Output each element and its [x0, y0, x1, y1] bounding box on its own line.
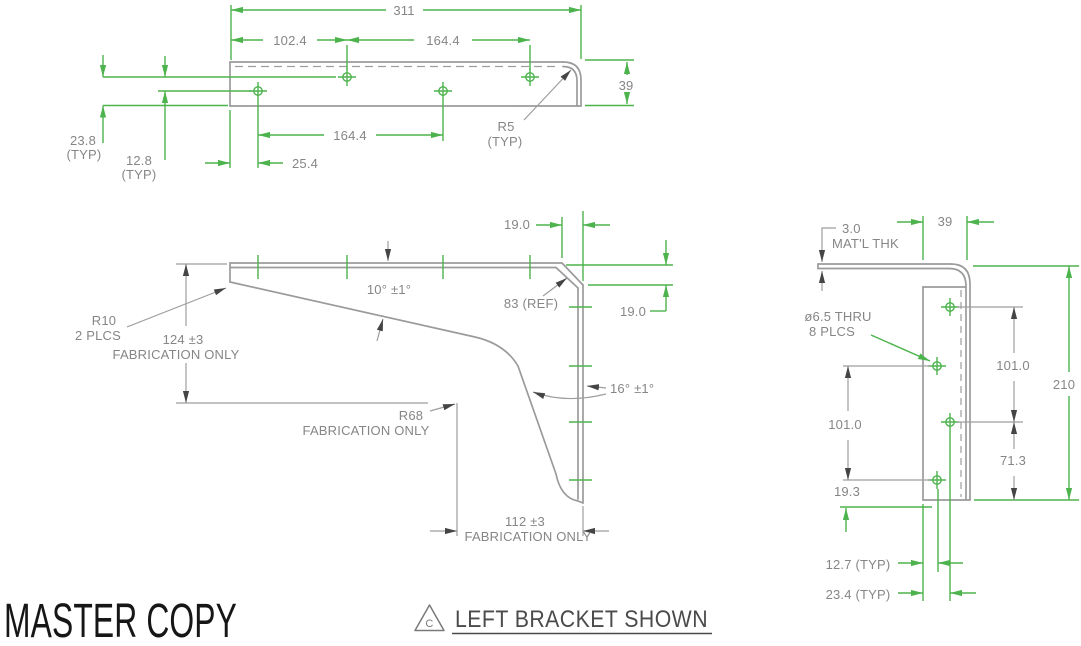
dim-material-thickness-note: MAT'L THK — [832, 236, 899, 251]
callout-bend-radius-typ: (TYP) — [488, 134, 523, 149]
dim-flange-width-end: 39 — [897, 214, 994, 260]
callout-chamfer-ref: 83 (REF) — [504, 277, 568, 311]
callout-bend-radius-label: R5 — [497, 119, 514, 134]
profile-view: 19.0 19.0 10° ±1° 83 (REF) R10 2 PLCS — [75, 211, 673, 544]
callout-corner-radius-note: 2 PLCS — [75, 328, 121, 343]
dim-height-note: FABRICATION ONLY — [113, 347, 240, 362]
dim-leg-angle: 16° ±1° — [532, 381, 654, 400]
dim-hole-span-bottom: 164.4 — [257, 100, 444, 168]
callout-holes: ø6.5 THRU 8 PLCS — [804, 309, 931, 362]
dim-bottom-hole-offset-label: 71.3 — [1000, 453, 1026, 468]
dim-chamfer-width-label: 19.0 — [504, 217, 530, 232]
end-view: 3.0 MAT'L THK 39 ø6.5 THRU 8 PLCS 210 — [804, 214, 1079, 602]
dim-flange-width-plan: 39 — [585, 59, 634, 107]
dim-flange-width-end-label: 39 — [938, 214, 953, 229]
callout-holes-line2: 8 PLCS — [809, 324, 855, 339]
callout-corner-radius: R10 2 PLCS — [75, 287, 227, 343]
dim-row-offset-a-typ: (TYP) — [67, 147, 102, 162]
callout-corner-radius-label: R10 — [92, 313, 116, 328]
dim-flange-width-plan-label: 39 — [619, 78, 634, 93]
dim-chamfer-width: 19.0 — [504, 211, 610, 281]
end-view-outline — [817, 263, 971, 501]
dim-depth-label: 112 ±3 — [505, 514, 545, 529]
dim-depth: 112 ±3 FABRICATION ONLY — [430, 403, 609, 544]
dim-height-label: 124 ±3 — [163, 332, 204, 347]
dim-col-offset-b-label: 23.4 (TYP) — [826, 587, 891, 602]
callout-holes-line1: ø6.5 THRU — [804, 309, 871, 324]
footer: MASTER COPY C LEFT BRACKET SHOWN — [4, 595, 712, 646]
dim-overall-width-label: 311 — [393, 3, 414, 18]
master-copy-watermark: MASTER COPY — [4, 595, 237, 646]
plan-view-outline — [229, 61, 582, 107]
revision-flag-letter: C — [425, 618, 433, 630]
dim-chamfer-height: 19.0 — [566, 240, 673, 319]
triangle-flag-icon — [414, 604, 445, 632]
dim-row-offset-a-label: 23.8 — [70, 133, 96, 148]
plan-view: 311 102.4 164.4 39 164.4 — [67, 3, 634, 182]
dim-bottom-edge-offset: 19.3 — [834, 484, 932, 532]
dim-row-offset-b-typ: (TYP) — [122, 167, 157, 182]
dim-edge-to-hole-label: 25.4 — [292, 156, 318, 171]
dim-material-thickness: 3.0 MAT'L THK — [818, 221, 899, 291]
dim-hole-span-right-label: 164.4 — [426, 33, 460, 48]
dim-chamfer-height-label: 19.0 — [620, 304, 646, 319]
dim-hole-spans-top: 102.4 164.4 — [231, 33, 531, 70]
callout-brace-radius-note: FABRICATION ONLY — [303, 423, 430, 438]
drawing-note: LEFT BRACKET SHOWN — [455, 606, 708, 633]
dim-top-angle-label: 10° ±1° — [367, 282, 411, 297]
profile-hole-ticks-leg — [569, 306, 592, 481]
revision-flag: C — [414, 604, 445, 632]
dim-col-offset-a-label: 12.7 (TYP) — [826, 557, 891, 572]
dim-bottom-edge-offset-label: 19.3 — [834, 484, 860, 499]
dim-edge-to-hole: 25.4 — [205, 110, 318, 171]
dim-hole-pitch-left-label: 101.0 — [828, 417, 862, 432]
plan-view-holes — [249, 68, 539, 100]
dim-hole-span-bottom-label: 164.4 — [333, 128, 367, 143]
dim-row-offset-b-label: 12.8 — [126, 153, 152, 168]
dim-material-thickness-label: 3.0 — [842, 221, 861, 236]
dim-hole-span-left-label: 102.4 — [273, 33, 307, 48]
dim-depth-note: FABRICATION ONLY — [465, 529, 592, 544]
profile-view-outline — [229, 262, 584, 504]
dim-hole-column-offsets: 12.7 (TYP) 23.4 (TYP) — [826, 431, 976, 602]
dim-height: 124 ±3 FABRICATION ONLY — [113, 263, 428, 404]
dim-row-offset-a: 23.8 (TYP) — [67, 55, 107, 162]
dim-overall-width: 311 — [230, 3, 582, 60]
callout-chamfer-ref-label: 83 (REF) — [504, 296, 558, 311]
dim-leg-angle-label: 16° ±1° — [610, 381, 654, 396]
callout-bend-radius: R5 (TYP) — [488, 69, 572, 149]
callout-brace-radius: R68 FABRICATION ONLY — [303, 403, 456, 438]
dim-hole-pitch-right-label: 101.0 — [996, 358, 1030, 373]
dim-top-angle: 10° ±1° — [367, 241, 411, 342]
dim-overall-height: 210 — [1053, 266, 1075, 500]
profile-hole-ticks-top — [257, 255, 531, 279]
dim-hole-pitch-left: 101.0 — [828, 365, 931, 481]
dim-bottom-hole-offset: 71.3 — [1000, 422, 1026, 500]
dim-row-offset-b: 12.8 (TYP) — [122, 56, 169, 182]
callout-brace-radius-label: R68 — [399, 408, 423, 423]
dim-overall-height-label: 210 — [1053, 377, 1075, 392]
